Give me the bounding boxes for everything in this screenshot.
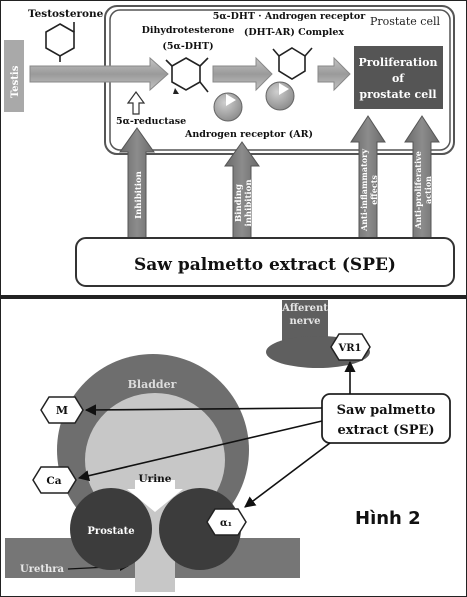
arrow-inhibition: Inhibition <box>119 127 155 239</box>
arrow-complex-to-proliferation <box>317 56 351 92</box>
figure-label: Hình 2 <box>355 508 421 529</box>
arrow-antiinflam-label-2: effects <box>369 175 379 205</box>
arrow-binding-inhibition: Binding inhibition <box>224 141 260 239</box>
prostate-cell-label: Prostate cell <box>370 15 441 28</box>
spe-box-2 <box>321 393 451 444</box>
m-label: M <box>56 404 68 417</box>
arrow-antiinflam-label-1: Anti-inflammatory <box>359 149 369 232</box>
prostate-label: Prostate <box>87 526 134 537</box>
proliferation-label-2: of <box>392 72 405 85</box>
panel-2: Afferent nerve VR1 Bladder Urethra Urine… <box>0 297 467 597</box>
proliferation-box <box>354 46 443 109</box>
androgen-receptor-label: Androgen receptor (AR) <box>184 129 313 140</box>
dht-molecule-icon <box>165 57 209 93</box>
dht-label-2: (5α-DHT) <box>162 41 213 52</box>
arrow-spe-to-ca <box>77 420 323 482</box>
bladder-label: Bladder <box>128 378 177 391</box>
testis-box <box>4 40 24 112</box>
spe-box <box>75 237 455 287</box>
spe-label: Saw palmetto extract (SPE) <box>134 255 396 275</box>
arrow-inhibition-label: Inhibition <box>134 171 144 219</box>
testosterone-molecule-icon <box>45 22 75 62</box>
m-receptor: M <box>40 396 84 424</box>
ca-label: Ca <box>46 475 61 487</box>
alpha1-label: α₁ <box>220 518 232 529</box>
complex-molecule-icon <box>272 47 313 80</box>
spe2-label-2: extract (SPE) <box>337 423 434 438</box>
complex-label-2: (DHT-AR) Complex <box>244 27 344 38</box>
arrow-anti-inflammatory: Anti-inflammatory effects <box>350 115 386 239</box>
prostate-left-lobe <box>70 488 152 570</box>
arrow-anti-proliferative: Anti-proliferative action <box>404 115 440 239</box>
ca-receptor: Ca <box>32 466 77 494</box>
vr1-label: VR1 <box>337 343 361 354</box>
testosterone-label: Testosterone <box>28 8 104 20</box>
vr1-receptor: VR1 <box>330 333 371 361</box>
testis-label: Testis <box>10 65 21 98</box>
afferent-label-2: nerve <box>289 316 320 327</box>
proliferation-label-3: prostate cell <box>359 88 436 101</box>
spe2-label-1: Saw palmetto <box>337 403 436 418</box>
urethra-label: Urethra <box>20 564 65 575</box>
urine-arrow-icon <box>127 480 183 512</box>
reductase-open-arrow-icon <box>126 90 146 115</box>
arrow-testosterone-to-dht <box>29 56 169 92</box>
panel-1: Prostate cell Testis Testosterone Dihydr… <box>0 0 467 297</box>
reductase-label: 5α-reductase <box>116 116 186 127</box>
proliferation-label-1: Proliferation <box>358 56 437 69</box>
complex-receptor-icon <box>265 81 295 111</box>
afferent-label-1: Afferent <box>281 303 328 314</box>
dht-label-1: Dihydrotesterone <box>142 25 235 36</box>
complex-label-1: 5α-DHT · Androgen receptor <box>213 11 366 22</box>
arrow-dht-to-complex <box>212 56 273 92</box>
arrow-spe-to-m <box>84 404 323 416</box>
arrow-antiprolif-label-1: Anti-proliferative <box>413 151 423 230</box>
arrow-antiprolif-label-2: action <box>423 176 433 204</box>
arrow-binding-label-2: inhibition <box>244 180 254 227</box>
androgen-receptor-icon <box>213 92 243 122</box>
urine-label: Urine <box>139 473 172 485</box>
arrow-spe-to-alpha1 <box>244 442 331 508</box>
alpha1-receptor: α₁ <box>206 508 247 536</box>
arrow-binding-label-1: Binding <box>234 184 244 222</box>
dht-marker <box>173 88 179 94</box>
